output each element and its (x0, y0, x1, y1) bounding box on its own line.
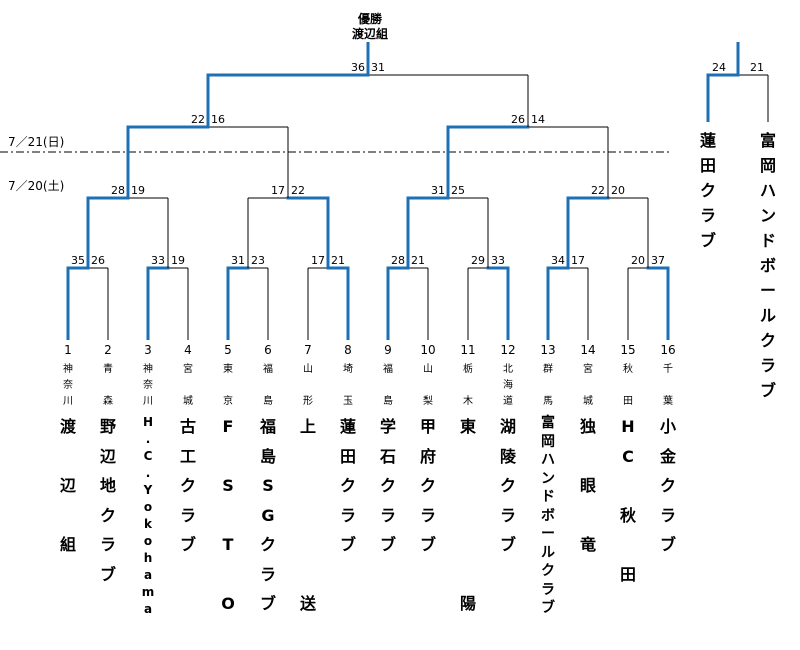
r1-match-8-score-right: 37 (651, 254, 665, 267)
team-prefecture-14: 宮 城 (583, 364, 593, 407)
team-prefecture-10: 山 梨 (423, 364, 433, 407)
bracket-lines (66, 42, 769, 340)
team-prefecture-8: 埼 玉 (343, 364, 353, 407)
team-prefecture-3: 神 奈 川 (143, 364, 153, 407)
r2-match-1-score-right: 19 (131, 184, 145, 197)
r1-match-2-score-right: 19 (171, 254, 185, 267)
team-name-10: 甲 府 ク ラ ブ (419, 417, 436, 554)
r1-match-5-score-left: 28 (391, 254, 405, 267)
r1-match-6-score-right: 33 (491, 254, 505, 267)
r2-match-4-score-left: 22 (591, 184, 605, 197)
team-name-1: 渡 辺 組 (59, 417, 76, 554)
team-prefecture-16: 千 葉 (663, 364, 673, 407)
r3-match-1-score-right: 16 (211, 113, 225, 126)
team-name-7: 上 送 (299, 417, 316, 613)
team-prefecture-2: 青 森 (103, 364, 113, 407)
r1-match-7-score-right: 17 (571, 254, 585, 267)
team-prefecture-5: 東 京 (223, 364, 233, 407)
final-match-score-left: 36 (351, 61, 365, 74)
r1-match-4-score-right: 21 (331, 254, 345, 267)
playoff-right-team: 富 岡 ハ ン ド ボ ー ル ク ラ ブ (759, 131, 776, 400)
r1-match-8-score-left: 20 (631, 254, 645, 267)
team-prefecture-9: 福 島 (383, 364, 393, 407)
team-seed-7: 7 (304, 343, 312, 357)
team-prefecture-13: 群 馬 (543, 364, 553, 407)
r1-match-3-score-left: 31 (231, 254, 245, 267)
r1-match-2-score-left: 33 (151, 254, 165, 267)
r2-match-2-score-left: 17 (271, 184, 285, 197)
date-label-day2: 7／21(日) (8, 135, 64, 149)
team-seed-4: 4 (184, 343, 192, 357)
final-match-score-right: 31 (371, 61, 385, 74)
r2-match-3-score-left: 31 (431, 184, 445, 197)
champion-name: 渡辺組 (351, 27, 388, 41)
r2-match-2-score-right: 22 (291, 184, 305, 197)
team-name-16: 小 金 ク ラ ブ (659, 417, 676, 554)
team-seed-5: 5 (224, 343, 232, 357)
team-seed-10: 10 (420, 343, 436, 357)
team-name-2: 野 辺 地 ク ラ ブ (99, 417, 116, 584)
team-name-3: H . C . Y o k o h a m a (141, 415, 155, 616)
r3-match-2-score-right: 14 (531, 113, 545, 126)
team-seed-2: 2 (104, 343, 112, 357)
r2-match-1-score-left: 28 (111, 184, 125, 197)
r3-match-2-score-left: 26 (511, 113, 525, 126)
playoff-left-team: 蓮 田 ク ラ ブ (699, 131, 716, 250)
r1-match-3-score-right: 23 (251, 254, 265, 267)
team-seed-16: 16 (660, 343, 676, 357)
team-seed-9: 9 (384, 343, 392, 357)
team-prefecture-15: 秋 田 (623, 364, 633, 407)
team-prefecture-12: 北 海 道 (503, 364, 513, 407)
champion-block: 優勝 渡辺組 (342, 12, 398, 42)
r1-match-6-score-left: 29 (471, 254, 485, 267)
r3-match-1-score-left: 22 (191, 113, 205, 126)
team-name-11: 東 陽 (459, 417, 476, 613)
team-seed-11: 11 (460, 343, 476, 357)
r1-match-1-score-right: 26 (91, 254, 105, 267)
team-name-15: H C 秋 田 (619, 417, 636, 584)
team-seed-6: 6 (264, 343, 272, 357)
team-seed-1: 1 (64, 343, 72, 357)
team-name-8: 蓮 田 ク ラ ブ (339, 417, 356, 554)
team-seed-12: 12 (500, 343, 516, 357)
r1-match-7-score-left: 34 (551, 254, 565, 267)
team-name-4: 古 工 ク ラ ブ (179, 417, 196, 554)
r1-match-5-score-right: 21 (411, 254, 425, 267)
r2-match-3-score-right: 25 (451, 184, 465, 197)
team-name-6: 福 島 S G ク ラ ブ (259, 417, 276, 613)
team-prefecture-11: 栃 木 (463, 364, 473, 407)
r1-match-4-score-left: 17 (311, 254, 325, 267)
team-name-9: 学 石 ク ラ ブ (379, 417, 396, 554)
team-name-5: F S T O (221, 417, 235, 613)
team-name-12: 湖 陵 ク ラ ブ (499, 417, 516, 554)
team-name-14: 独 眼 竜 (579, 417, 596, 554)
team-seed-13: 13 (540, 343, 556, 357)
team-prefecture-1: 神 奈 川 (63, 364, 73, 407)
r1-match-1-score-left: 35 (71, 254, 85, 267)
date-label-day1: 7／20(土) (8, 179, 64, 193)
playoff-score-left: 24 (712, 61, 726, 74)
playoff-score-right: 21 (750, 61, 764, 74)
team-prefecture-6: 福 島 (263, 364, 273, 407)
champion-label: 優勝 (357, 12, 382, 26)
team-prefecture-7: 山 形 (303, 364, 313, 407)
team-prefecture-4: 宮 城 (183, 364, 193, 407)
team-seed-14: 14 (580, 343, 596, 357)
team-name-13: 富 岡 ハ ン ド ボ ー ル ク ラ ブ (541, 415, 555, 616)
r2-match-4-score-right: 20 (611, 184, 625, 197)
team-seed-15: 15 (620, 343, 636, 357)
team-seed-3: 3 (144, 343, 152, 357)
bracket-scores: 35 26 33 19 31 23 17 21 28 21 29 33 34 17 20 37 28 19 17 22… (71, 61, 764, 267)
team-seed-8: 8 (344, 343, 352, 357)
